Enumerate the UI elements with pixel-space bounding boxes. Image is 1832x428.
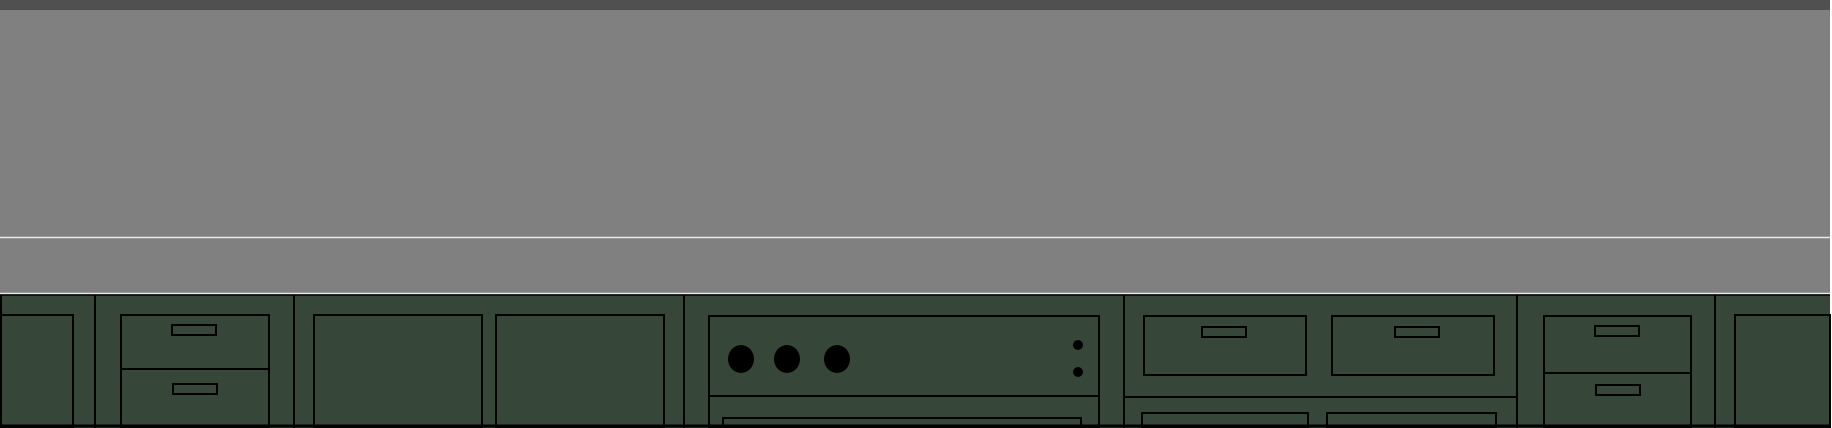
oven (708, 315, 1100, 428)
right-edge (1830, 0, 1832, 428)
cabinet-door-right[interactable] (1734, 314, 1831, 428)
drawer-handle (1595, 384, 1641, 396)
drawer[interactable] (1141, 412, 1309, 428)
oven-knob[interactable] (774, 345, 800, 373)
top-bar (0, 0, 1832, 10)
drawer[interactable] (1331, 315, 1495, 376)
drawer-stack-1 (120, 314, 270, 428)
cabinet-door[interactable] (313, 314, 483, 428)
drawer-bottom[interactable] (1543, 372, 1692, 428)
drawer-handle (1594, 325, 1640, 337)
oven-indicator-light (1073, 340, 1083, 350)
wall (0, 10, 1830, 295)
drawer-cabinet-center (1124, 315, 1517, 428)
oven-door[interactable] (722, 417, 1082, 428)
oven-knob[interactable] (824, 345, 850, 373)
drawer[interactable] (1326, 412, 1497, 428)
drawer-handle (172, 383, 218, 395)
drawer-bottom[interactable] (120, 368, 270, 428)
drawer-handle (1394, 326, 1440, 338)
double-door-cabinet (313, 314, 665, 428)
drawer-handle (1201, 326, 1247, 338)
drawer-stack-2 (1543, 315, 1692, 428)
drawer[interactable] (1143, 315, 1307, 376)
oven-indicator-light (1073, 367, 1083, 377)
cabinet-base (0, 295, 1830, 428)
oven-knob[interactable] (728, 345, 754, 373)
drawer-handle (171, 324, 217, 336)
oven-door-frame (708, 395, 1100, 428)
cabinet-door-left[interactable] (0, 314, 74, 428)
cabinet-door[interactable] (495, 314, 665, 428)
